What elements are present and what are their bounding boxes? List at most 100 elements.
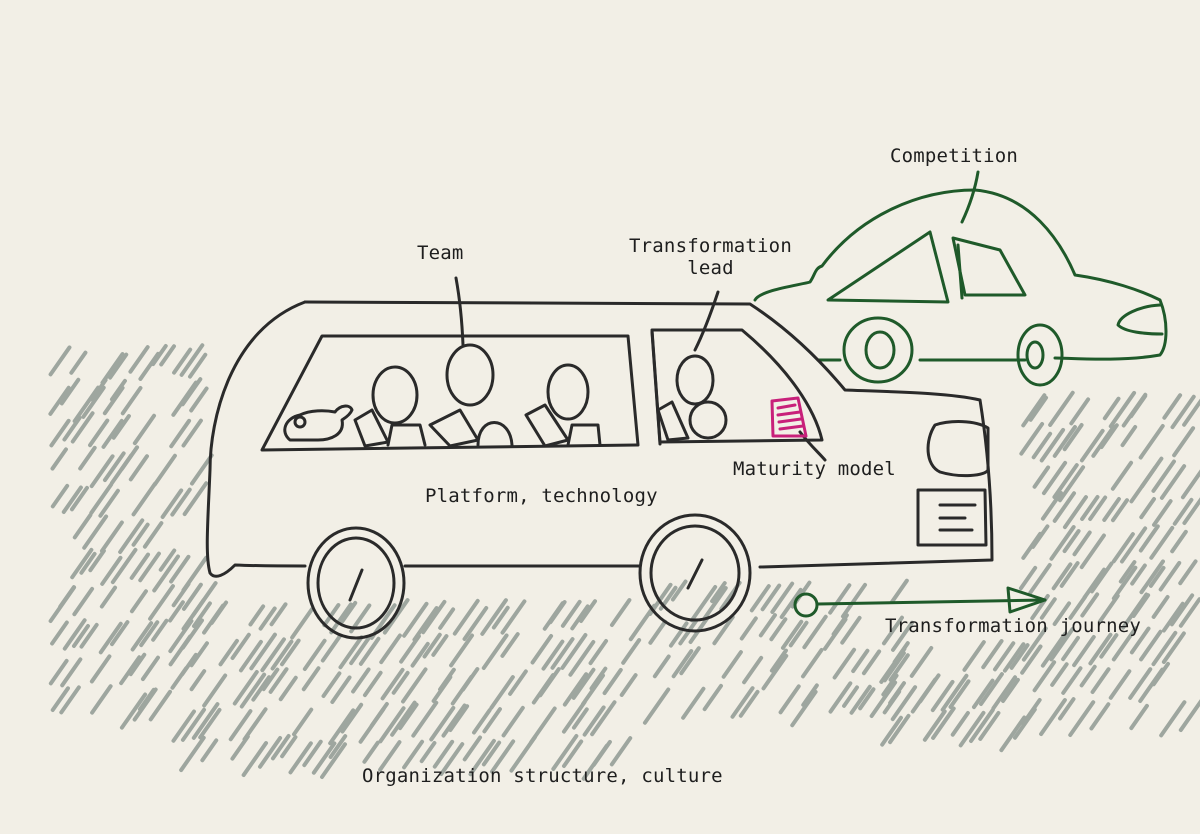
hatch-stroke <box>448 704 470 733</box>
hatch-stroke <box>909 646 934 678</box>
hatch-stroke <box>159 344 176 367</box>
hatch-stroke <box>180 707 207 742</box>
hatch-stroke <box>59 685 81 715</box>
hatch-stroke <box>482 707 502 734</box>
hatch-stroke <box>1102 396 1121 421</box>
hatch-stroke <box>918 673 941 704</box>
hatch-stroke <box>181 555 209 593</box>
hatch-stroke <box>472 708 492 735</box>
hatch-stroke <box>730 686 755 719</box>
hatch-stroke <box>61 485 83 514</box>
hatch-stroke <box>152 554 180 593</box>
hatch-stroke <box>248 604 266 627</box>
hatch-stroke <box>431 634 449 657</box>
hatch-stroke <box>1151 459 1176 493</box>
hatch-stroke <box>69 350 88 375</box>
hatch-stroke <box>480 598 508 636</box>
hatch-stroke <box>1069 397 1091 426</box>
hatch-stroke <box>168 634 193 667</box>
hatch-stroke <box>1129 394 1148 419</box>
hatch-stroke <box>1052 491 1077 523</box>
hatch-stroke <box>62 618 87 651</box>
hatch-stroke <box>950 711 970 737</box>
hatch-stroke <box>69 485 89 512</box>
hatch-stroke <box>1118 560 1137 584</box>
hatch-stroke <box>358 636 381 666</box>
hatch-stroke <box>468 738 496 777</box>
hatch-stroke <box>398 702 419 731</box>
hatch-stroke <box>1110 498 1129 523</box>
hatch-stroke <box>971 678 995 710</box>
hatch-stroke <box>779 587 803 620</box>
hatch-stroke <box>979 672 1004 706</box>
hatch-stroke <box>158 548 177 572</box>
hatch-stroke <box>1159 700 1187 738</box>
hatch-stroke <box>202 673 228 708</box>
hatch-stroke <box>151 343 168 367</box>
hatch-stroke <box>189 669 207 692</box>
hatch-stroke <box>148 689 172 722</box>
hatch-stroke <box>1139 559 1165 595</box>
hatch-stroke <box>378 706 406 744</box>
hatch-stroke <box>1169 593 1195 627</box>
hatch-stroke <box>292 707 314 737</box>
hatch-stroke <box>992 641 1016 672</box>
hatch-stroke <box>588 638 609 666</box>
hatch-stroke <box>1088 495 1108 521</box>
hatch-stroke <box>1021 393 1047 428</box>
team-label: Team <box>417 242 464 264</box>
hatch-stroke <box>689 584 718 623</box>
hatch-stroke <box>1178 597 1200 628</box>
hatch-stroke <box>1031 524 1050 549</box>
hatch-stroke <box>981 639 1004 670</box>
hatch-stroke <box>239 672 267 709</box>
hatch-stroke <box>189 641 209 668</box>
hatch-stroke <box>151 618 169 642</box>
hatch-stroke <box>931 706 956 740</box>
hatch-stroke <box>278 675 298 702</box>
hatch-stroke <box>1058 465 1086 503</box>
hatch-stroke <box>130 621 154 652</box>
hatch-stroke <box>168 600 185 623</box>
hatch-stroke <box>188 352 208 379</box>
hatch-stroke <box>712 615 735 646</box>
hatch-stroke <box>429 705 456 742</box>
hatch-stroke <box>1110 460 1134 491</box>
hatch-stroke <box>770 581 795 614</box>
hatch-stroke <box>930 679 955 713</box>
hatch-stroke <box>1068 700 1096 738</box>
hatch-stroke <box>412 606 439 642</box>
hatch-stroke <box>571 707 589 730</box>
hatch-stroke <box>1001 677 1020 704</box>
hatch-stroke <box>1178 559 1198 586</box>
hatch-stroke <box>1172 497 1194 526</box>
hatch-stroke <box>390 700 417 737</box>
hatch-stroke <box>129 589 148 614</box>
hatch-stroke <box>110 620 130 647</box>
hatch-stroke <box>401 667 428 704</box>
hatch-stroke <box>1079 664 1097 688</box>
hatch-stroke <box>1111 626 1138 662</box>
hatch-stroke <box>568 640 596 677</box>
hatch-stroke <box>362 740 380 764</box>
hatch-stroke <box>270 639 294 671</box>
hatch-stroke <box>602 667 623 696</box>
hatch-stroke <box>1061 635 1080 662</box>
hatch-stroke <box>1099 633 1119 659</box>
hatch-stroke <box>50 620 69 646</box>
hatch-stroke <box>1050 662 1069 687</box>
hatch-stroke <box>280 735 298 759</box>
hatch-stroke <box>500 632 520 658</box>
hatch-stroke <box>788 620 809 648</box>
hatch-stroke <box>1089 561 1114 594</box>
hatch-stroke <box>49 418 71 448</box>
hatch-stroke <box>98 621 123 655</box>
hatch-stroke <box>118 518 145 554</box>
hatch-stroke <box>449 633 475 668</box>
hatch-stroke <box>102 385 125 416</box>
hatch-stroke <box>351 667 371 694</box>
hatch-stroke <box>1012 707 1037 740</box>
hatch-stroke <box>218 638 239 667</box>
hatch-stroke <box>828 681 853 714</box>
hatch-stroke <box>111 414 131 440</box>
